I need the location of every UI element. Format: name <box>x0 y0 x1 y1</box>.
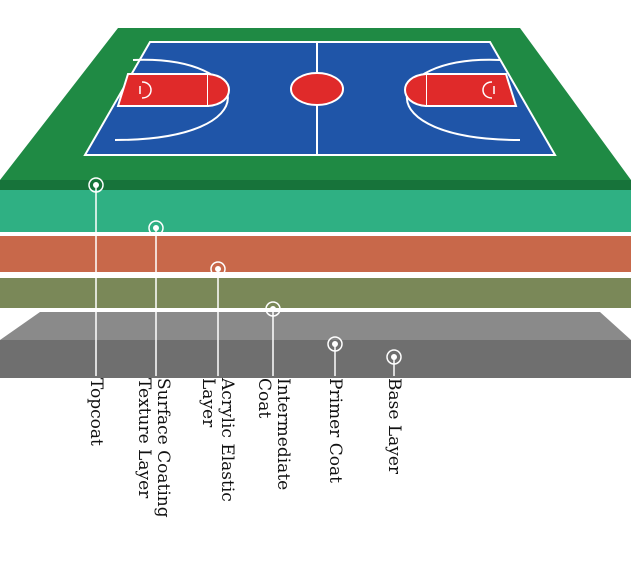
label-intermediate-coat: Intermediate Coat <box>254 378 293 491</box>
target-marker-icon <box>386 349 402 365</box>
leader-lines <box>95 185 395 376</box>
target-marker-icon <box>210 261 226 277</box>
surface-texture-layer-slab <box>0 236 631 272</box>
label-primer-coat: Primer Coat <box>325 378 345 483</box>
label-base-layer: Base Layer <box>384 378 404 475</box>
acrylic-elastic-layer-slab <box>0 278 631 308</box>
target-marker-icon <box>327 336 343 352</box>
right-key <box>425 73 518 107</box>
target-marker-icon <box>265 301 281 317</box>
label-acrylic-elastic-layer: Acrylic Elastic Layer <box>198 378 237 502</box>
label-surface-coating-texture-layer: Surface Coating Texture Layer <box>134 378 173 518</box>
label-topcoat: Topcoat <box>86 378 106 446</box>
markers <box>88 177 402 365</box>
left-key <box>116 73 209 107</box>
target-marker-icon <box>88 177 104 193</box>
basketball-court <box>83 41 557 156</box>
target-marker-icon <box>148 220 164 236</box>
center-circle <box>290 72 344 106</box>
base-layer-slab <box>0 312 631 378</box>
